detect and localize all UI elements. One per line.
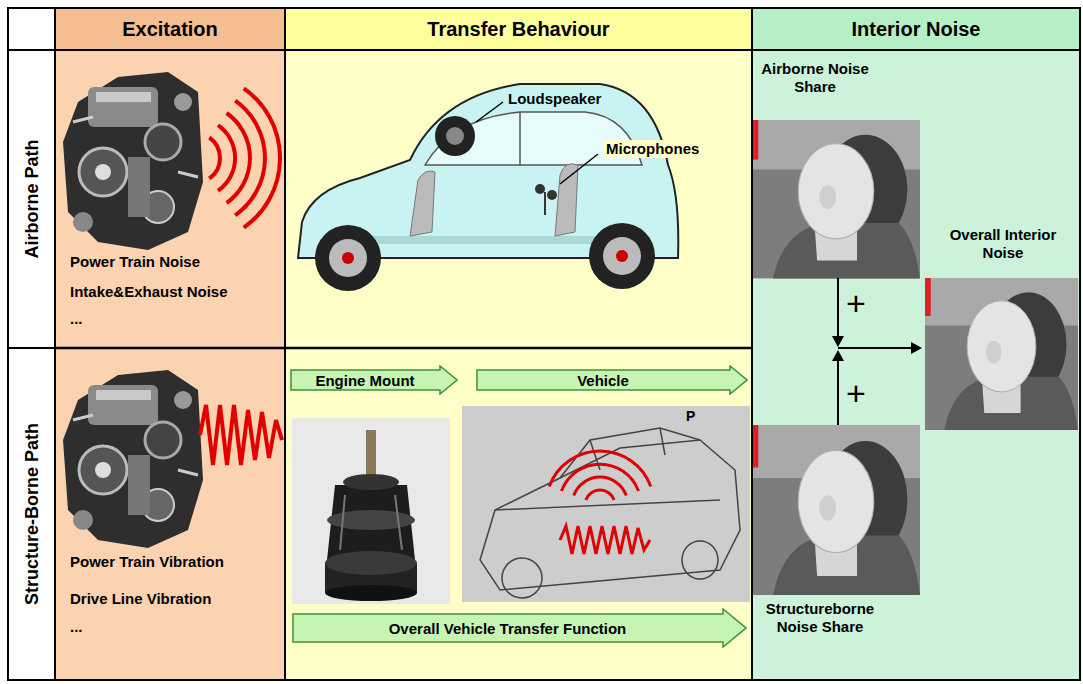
row-label-cell: Airborne Path	[9, 51, 54, 347]
wheel-hub	[616, 250, 628, 262]
sum-arrow-line	[837, 278, 839, 338]
grid-line	[8, 49, 1080, 51]
arrow-box: Vehicle	[476, 365, 748, 395]
arrowhead	[832, 336, 844, 347]
mount-base-bottom	[325, 585, 417, 601]
grid-line	[54, 8, 56, 680]
mount-highlight	[340, 495, 402, 550]
car-wheel	[315, 225, 381, 291]
column-heading: Transfer Behaviour	[427, 18, 609, 41]
arrow-label: Vehicle	[577, 372, 629, 389]
sound-wave	[235, 101, 265, 216]
vibration-wave	[200, 405, 282, 465]
interior-column	[752, 50, 1080, 680]
arrow-outline	[291, 366, 457, 394]
excitation-label: Power Train Vibration	[70, 553, 280, 571]
mount-photo	[292, 418, 450, 604]
column-heading: Excitation	[122, 18, 218, 41]
vibration-wave	[560, 526, 650, 554]
vehicle-wheel	[502, 558, 542, 598]
arrow-label: Engine Mount	[315, 372, 414, 389]
header-cell: Interior Noise	[753, 9, 1079, 49]
arrowhead	[832, 350, 844, 361]
dummy-photo	[925, 278, 1078, 430]
sound-wave	[586, 490, 614, 500]
excitation-label: Intake&Exhaust Noise	[70, 283, 280, 301]
mount-base-top	[325, 551, 417, 575]
car-seat	[410, 171, 435, 236]
row-label: Structure-Borne Path	[21, 423, 42, 605]
mount-plate	[343, 474, 399, 490]
loudspeaker-symbol	[435, 116, 475, 156]
column-heading: Interior Noise	[852, 18, 981, 41]
sound-wave	[549, 451, 651, 487]
microphone-symbol	[547, 190, 557, 200]
transfer-column	[285, 50, 752, 680]
sound-wave	[244, 88, 280, 227]
point-label: P	[686, 408, 704, 425]
car-wheel	[589, 223, 655, 289]
ellipsis: ...	[70, 310, 130, 328]
vehicle-wireframe	[480, 440, 740, 590]
excitation-label: Drive Line Vibration	[70, 590, 280, 608]
sound-wave	[209, 138, 220, 179]
share-label: Airborne Noise Share	[755, 60, 875, 96]
overall-label: Overall Interior Noise	[942, 226, 1064, 262]
leader-line	[476, 102, 503, 122]
share-label: Structureborne Noise Share	[752, 600, 888, 636]
plus-sign: +	[846, 286, 876, 320]
arrow-box: Overall Vehicle Transfer Function	[292, 608, 747, 648]
part-label: Loudspeaker	[508, 90, 620, 108]
sound-wave	[574, 477, 627, 495]
grid-line	[284, 8, 286, 680]
wheel-hub	[342, 252, 354, 264]
arrow-outline	[477, 366, 747, 394]
sum-arrow-line	[838, 347, 913, 349]
header-cell: Transfer Behaviour	[286, 9, 751, 49]
ellipsis: ...	[70, 618, 130, 636]
leader-line	[560, 154, 598, 184]
arrow-outline	[293, 609, 746, 647]
arrowhead	[911, 342, 922, 354]
sum-arrow-line	[837, 359, 839, 425]
loudspeaker-cone	[446, 127, 464, 145]
microphone-stand	[544, 192, 546, 215]
vehicle-photo	[462, 406, 750, 602]
plus-sign: +	[846, 376, 876, 410]
table-border	[8, 8, 1080, 680]
mount-bolt	[366, 430, 376, 478]
sound-wave	[562, 464, 639, 491]
vehicle-edges	[495, 428, 720, 510]
row-label: Airborne Path	[21, 139, 42, 258]
grid-line	[751, 8, 753, 680]
grid-line	[8, 347, 752, 350]
engine-picture	[63, 370, 203, 548]
sound-wave	[218, 125, 235, 191]
car-seat	[555, 164, 578, 236]
wheel-rim	[329, 239, 367, 277]
row-label-cell: Structure-Borne Path	[9, 349, 54, 679]
dummy-photo	[752, 425, 920, 595]
excitation-label: Power Train Noise	[70, 253, 280, 271]
microphone-symbol	[535, 184, 545, 194]
mount-ring	[327, 510, 415, 530]
wheel-rim	[603, 237, 641, 275]
engine-picture	[63, 72, 203, 250]
vehicle-wheel	[682, 541, 718, 579]
mount-rubber	[327, 485, 415, 560]
excitation-column	[55, 50, 285, 680]
sound-wave	[227, 113, 250, 203]
arrow-label: Overall Vehicle Transfer Function	[389, 620, 627, 637]
arrow-box: Engine Mount	[290, 365, 458, 395]
header-cell: Excitation	[56, 9, 284, 49]
window-pillar	[519, 112, 521, 165]
dummy-photo	[752, 120, 920, 278]
part-label: Microphones	[603, 140, 702, 158]
